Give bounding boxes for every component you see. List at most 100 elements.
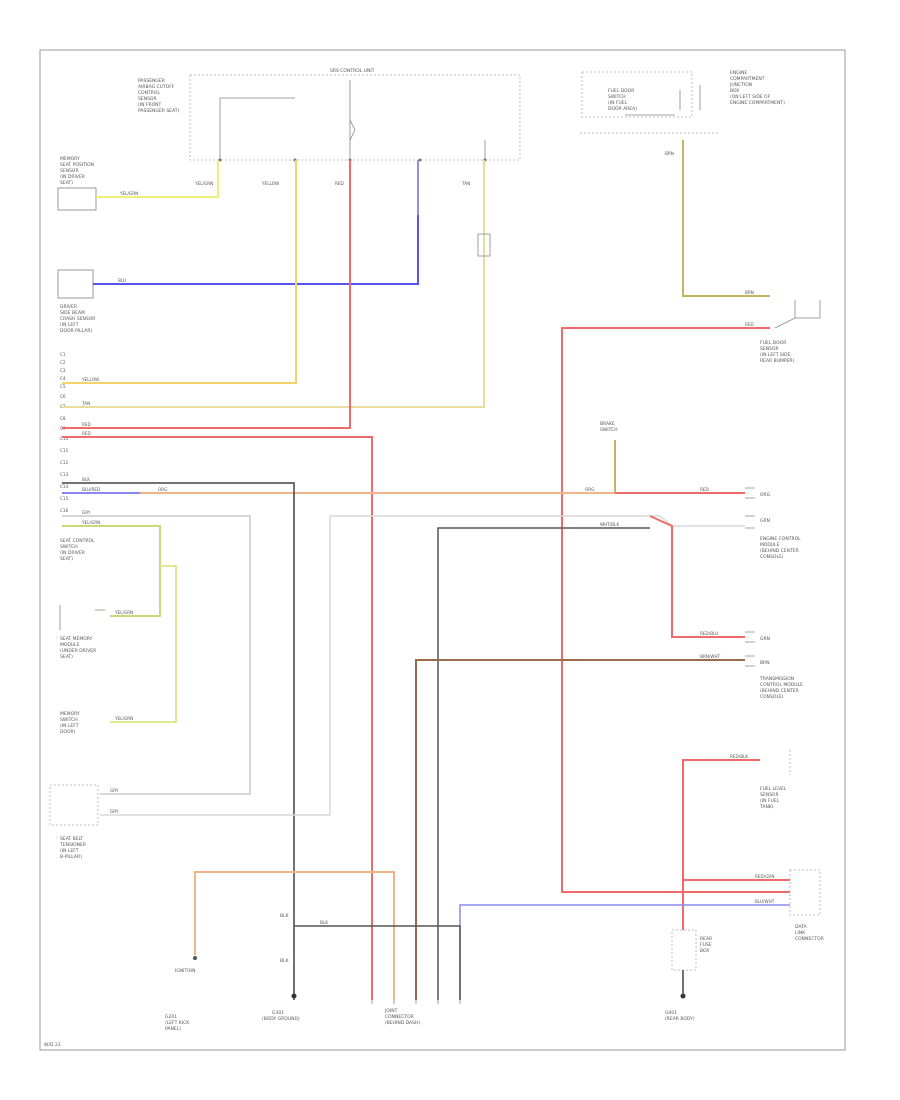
- memory-seat-sensor-label: MEMORY SEAT POSITION SENSOR (IN DRIVER S…: [60, 156, 94, 186]
- wire-org-low: [194, 871, 395, 1000]
- svg-text:MEMORY: MEMORY: [60, 156, 80, 162]
- svg-text:SEAT): SEAT): [60, 654, 73, 660]
- svg-text:(BEHIND CENTER: (BEHIND CENTER: [760, 548, 799, 554]
- wire-label-blu-wht: BLU/WHT: [755, 899, 775, 904]
- seat-belt-tensioner-label: SEAT BELT TENSIONER (IN LEFT B-PILLAR): [59, 836, 86, 860]
- fuel-level-sensor: FUEL LEVEL SENSOR (IN FUEL TANK): [759, 750, 791, 810]
- svg-text:CONNECTOR: CONNECTOR: [385, 1014, 414, 1020]
- svg-text:C6: C6: [60, 394, 66, 399]
- wire-label-red-grn: RED/GRN: [755, 874, 774, 879]
- svg-text:(IN LEFT SIDE: (IN LEFT SIDE: [760, 352, 791, 358]
- svg-text:C12: C12: [60, 460, 69, 465]
- svg-text:(IN FUEL: (IN FUEL: [760, 798, 780, 804]
- svg-text:C11: C11: [60, 448, 69, 453]
- svg-text:(ON LEFT SIDE OF: (ON LEFT SIDE OF: [730, 94, 771, 100]
- svg-text:PASSENGER SEAT): PASSENGER SEAT): [138, 108, 179, 114]
- svg-text:DATA: DATA: [795, 924, 808, 930]
- svg-text:SENSOR: SENSOR: [60, 168, 79, 174]
- top-left-label: PASSENGER AIRBAG CUTOFF CONTROL SENSOR (…: [138, 78, 179, 114]
- data-link-connector-label: DATA LINK CONNECTOR: [795, 924, 824, 942]
- svg-text:(IN DRIVER: (IN DRIVER: [60, 174, 85, 180]
- svg-text:C14: C14: [60, 484, 69, 489]
- wire-label-gry-c: GRY: [110, 809, 119, 814]
- wire-label-blu: BLU: [118, 278, 126, 283]
- svg-text:(IN DRIVER: (IN DRIVER: [60, 550, 85, 556]
- svg-text:TANK): TANK): [759, 804, 774, 810]
- wire-label-brn-end: BRN: [745, 290, 754, 295]
- wire-yel-grn-top: [96, 160, 219, 198]
- wire-yellow: [62, 160, 297, 384]
- svg-text:ORG: ORG: [760, 492, 771, 498]
- svg-text:TENSIONER: TENSIONER: [59, 842, 86, 848]
- wire-yel-grn-seat: [62, 525, 161, 617]
- wire-red-blk: [682, 759, 760, 930]
- svg-text:SWITCH: SWITCH: [60, 544, 78, 550]
- svg-text:(IN LEFT: (IN LEFT: [60, 322, 79, 328]
- svg-text:CONTROL MODULE: CONTROL MODULE: [760, 682, 803, 688]
- svg-text:CRASH SENSOR: CRASH SENSOR: [60, 316, 95, 322]
- crash-sensor-label: DRIVER SIDE BEAM CRASH SENSOR (IN LEFT D…: [60, 304, 95, 334]
- wire-label-yel-grn-seat: YEL/GRN: [81, 520, 100, 525]
- svg-text:DRIVER: DRIVER: [60, 304, 77, 310]
- svg-text:SEAT MEMORY: SEAT MEMORY: [60, 636, 93, 642]
- svg-text:(REAR BODY): (REAR BODY): [665, 1016, 695, 1022]
- svg-text:CONTROL: CONTROL: [138, 90, 160, 96]
- wire-label-org-2: ORG: [585, 487, 594, 492]
- wire-label-red-seg: RED: [700, 487, 709, 492]
- wire-label-yel-grn-top: YEL/GRN: [119, 191, 138, 196]
- brake-switch-label: BRAKE SWITCH: [600, 421, 618, 433]
- svg-text:(IN LEFT: (IN LEFT: [60, 848, 79, 854]
- memory-switch: MEMORY SWITCH (IN LEFT DOOR): [60, 711, 80, 735]
- wire-label-yel-grn-2: YEL/GRN: [114, 610, 133, 615]
- diagram-frame: [39, 49, 846, 1051]
- svg-text:SEAT BELT: SEAT BELT: [60, 836, 83, 842]
- svg-text:C16: C16: [60, 508, 69, 513]
- wire-blk-a: [62, 482, 295, 1000]
- wire-red-blu: [649, 515, 745, 638]
- svg-text:B-PILLAR): B-PILLAR): [60, 854, 82, 860]
- svg-text:(IN FRONT: (IN FRONT: [138, 102, 162, 108]
- svg-text:C1: C1: [60, 352, 66, 357]
- svg-text:PANEL): PANEL): [165, 1026, 181, 1032]
- svg-text:C15: C15: [60, 496, 69, 501]
- wire-label-red-right: RED: [745, 322, 754, 327]
- svg-text:SENSOR: SENSOR: [138, 96, 157, 102]
- seat-belt-tensioner-box: [49, 784, 99, 826]
- svg-text:ENGINE COMPARTMENT): ENGINE COMPARTMENT): [730, 100, 785, 106]
- svg-text:(LEFT KICK: (LEFT KICK: [165, 1020, 190, 1026]
- control-unit-internal: [219, 80, 486, 160]
- wire-label-red-blu: RED/BLU: [700, 631, 718, 636]
- data-link-connector-box: [789, 869, 821, 916]
- svg-text:SENSOR: SENSOR: [760, 792, 779, 798]
- wire-blu: [93, 160, 419, 285]
- svg-text:TRANSMISSION: TRANSMISSION: [759, 676, 794, 682]
- svg-text:SWITCH: SWITCH: [60, 717, 78, 723]
- ground-g301: BLK BLK G301 (BODY GROUND): [262, 913, 300, 1022]
- svg-text:G201: G201: [165, 1014, 177, 1020]
- svg-text:C5: C5: [60, 384, 66, 389]
- svg-text:BRAKE: BRAKE: [600, 421, 615, 427]
- wire-label-red-blk: RED/BLK: [730, 754, 748, 759]
- wire-label-yel-grn-pin: YEL/GRN: [194, 181, 213, 186]
- svg-text:REAR: REAR: [700, 936, 712, 942]
- wire-gry-c: [100, 516, 331, 816]
- svg-text:(BEHIND DASH): (BEHIND DASH): [385, 1020, 420, 1026]
- wire-label-yel-grn-3: YEL/GRN: [114, 716, 133, 721]
- crash-sensor-box: [57, 269, 94, 299]
- svg-text:MODULE: MODULE: [60, 642, 80, 648]
- fuel-door-switch-label: FUEL DOOR SWITCH (IN FUEL DOOR AREA): [608, 88, 637, 112]
- svg-text:G301: G301: [272, 1010, 284, 1016]
- svg-text:IGNITION: IGNITION: [175, 968, 196, 974]
- wire-blu-wht: [459, 904, 790, 1000]
- svg-text:JUNCTION: JUNCTION: [729, 82, 752, 88]
- svg-text:ENGINE CONTROL: ENGINE CONTROL: [760, 536, 801, 542]
- svg-text:REAR BUMPER): REAR BUMPER): [760, 358, 795, 364]
- memory-seat-sensor-box: [57, 187, 97, 211]
- transmission-control-module: GRN BRN TRANSMISSION CONTROL MODULE (BEH…: [745, 631, 803, 700]
- control-unit-label: SRS CONTROL UNIT: [330, 68, 375, 74]
- svg-text:FUEL DOOR: FUEL DOOR: [760, 340, 786, 346]
- svg-text:BOX: BOX: [700, 948, 709, 954]
- svg-text:CONSOLE): CONSOLE): [760, 554, 784, 560]
- svg-text:BOX: BOX: [730, 88, 739, 94]
- svg-text:SEAT CONTROL: SEAT CONTROL: [60, 538, 95, 544]
